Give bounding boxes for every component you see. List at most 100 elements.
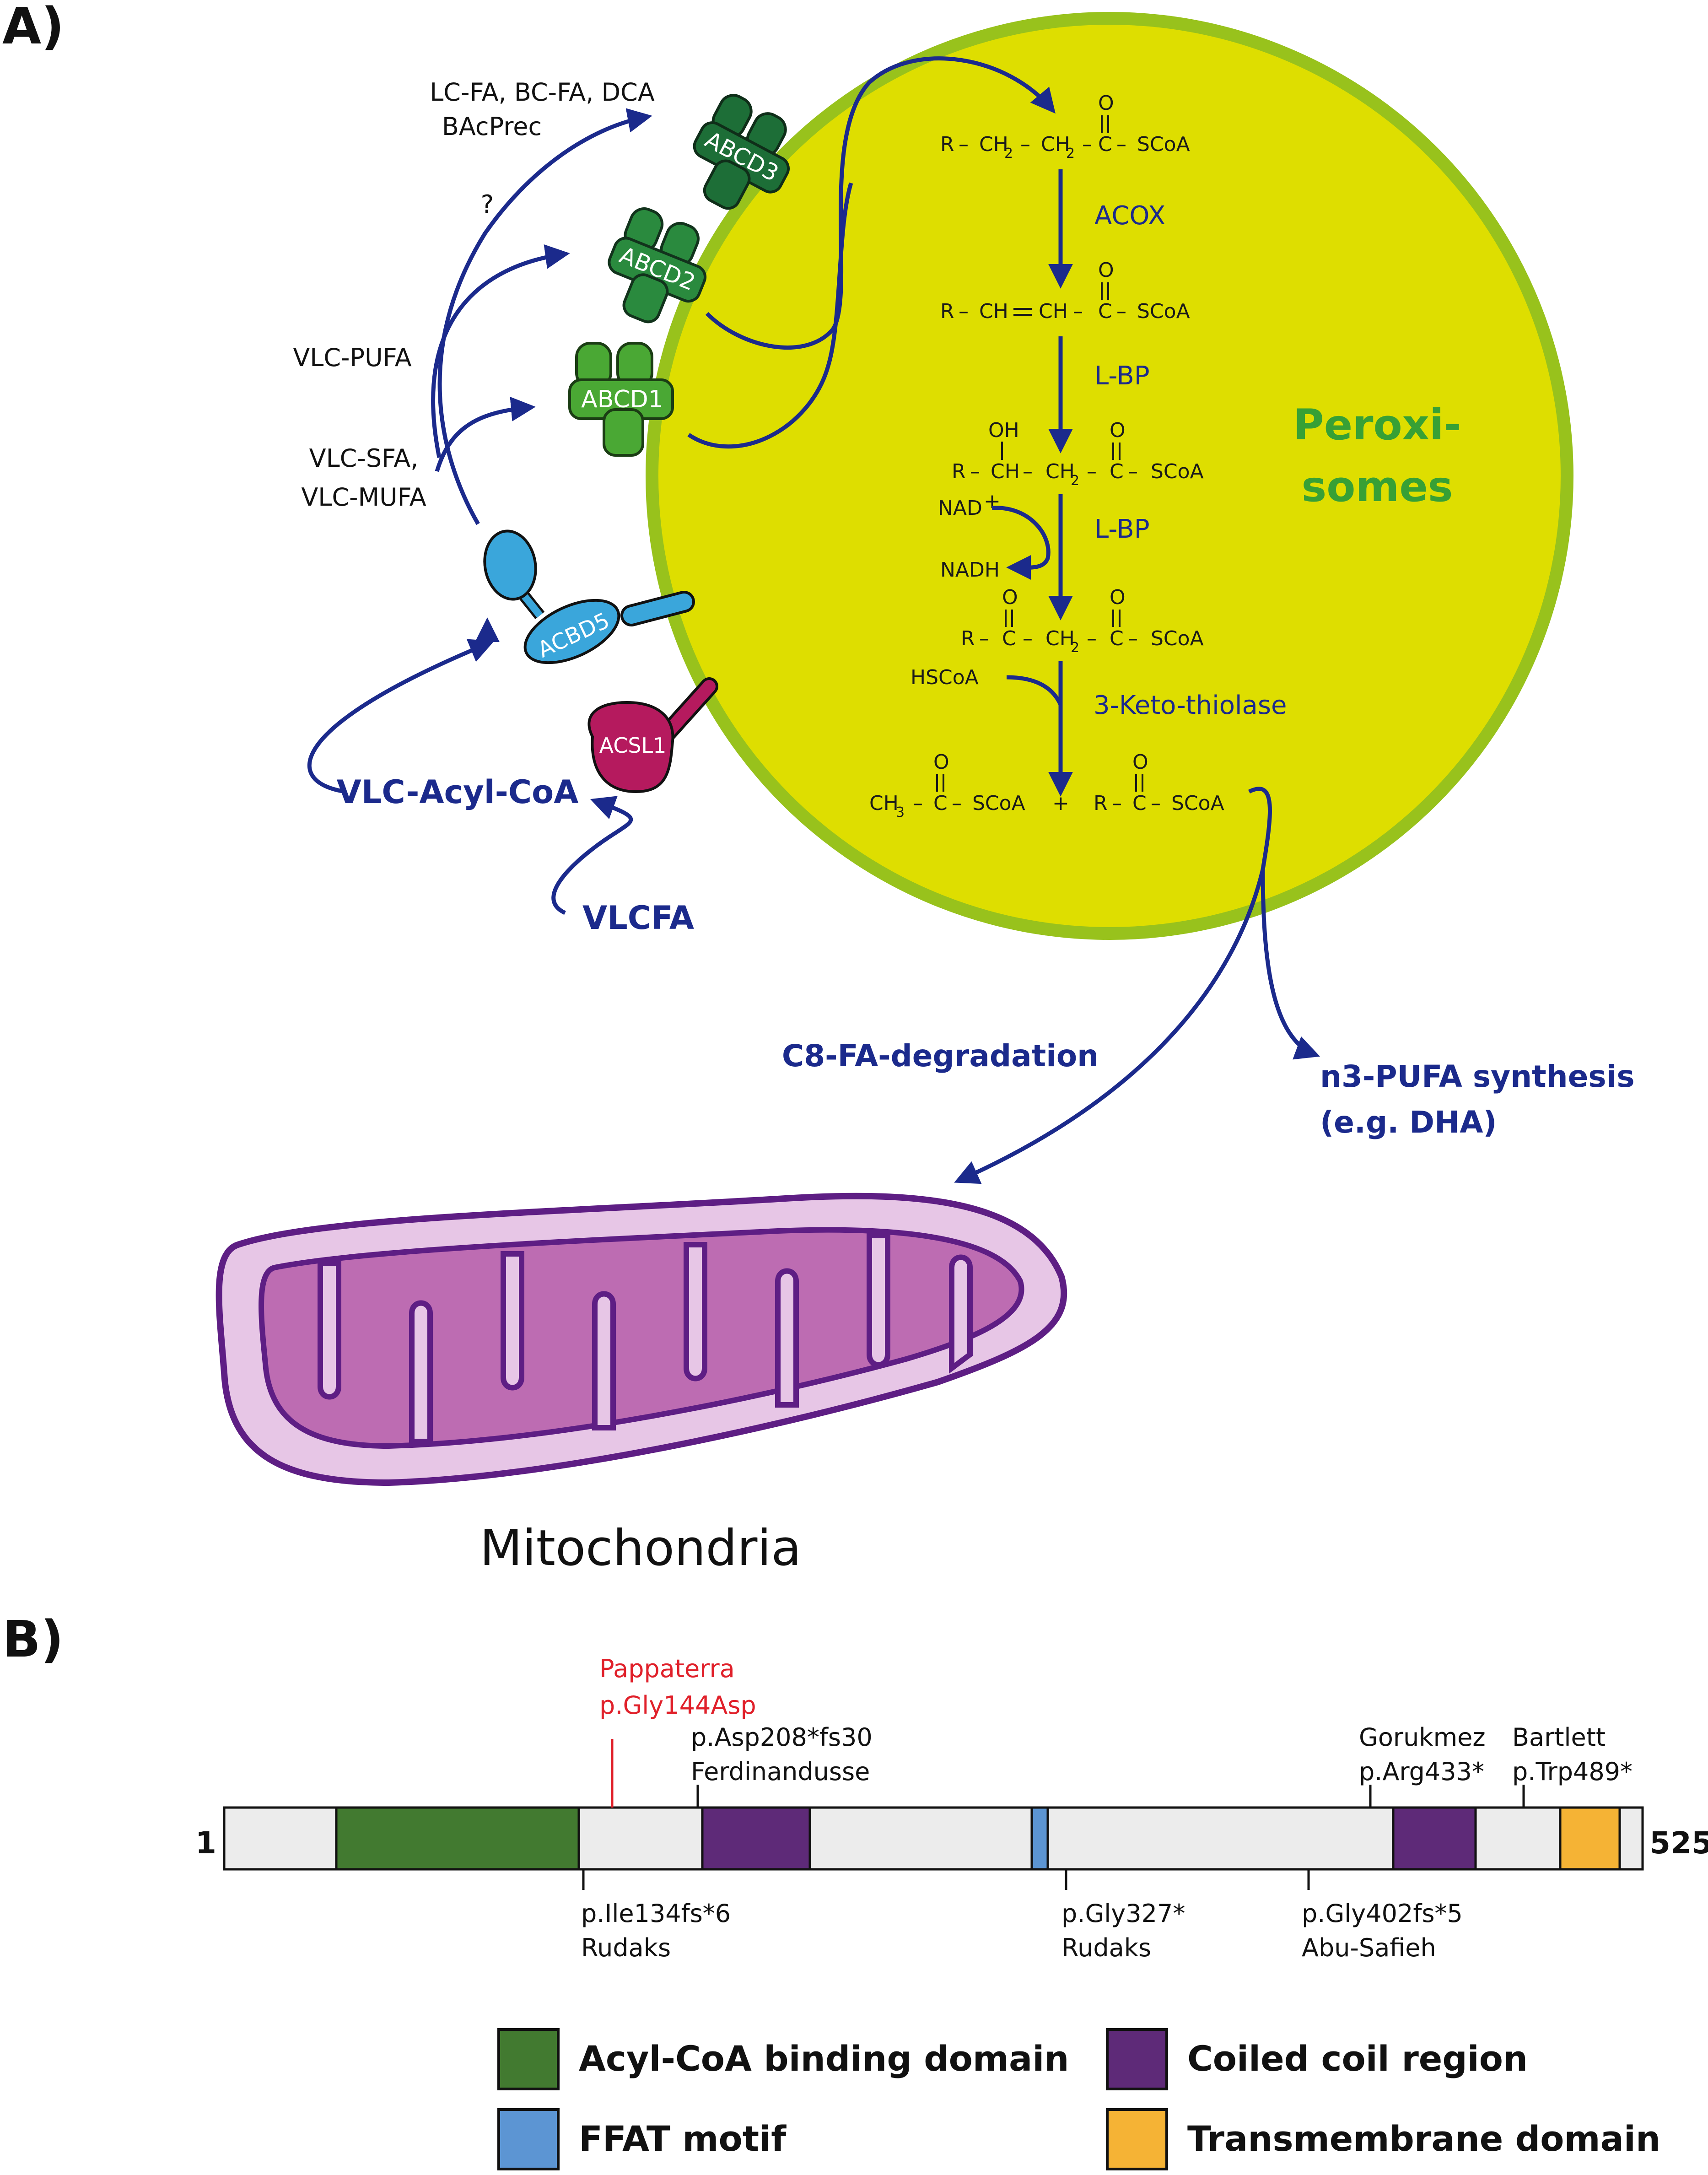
enzyme-lbp-1: L-BP <box>1094 361 1150 391</box>
svg-text:–: – <box>959 133 969 156</box>
import-arrows <box>307 56 1056 915</box>
n3-pufa-label-2: (e.g. DHA) <box>1320 1105 1497 1140</box>
coiled-coil-region-2 <box>1392 1806 1477 1871</box>
svg-text:–: – <box>1087 627 1097 650</box>
panel-a-label: A) <box>2 0 64 55</box>
svg-text:O: O <box>1098 92 1114 115</box>
ketoacyl-coa-structure: R – C O – CH 2 – C – SCoA O <box>961 586 1204 656</box>
variant-gly402: p.Gly402fs*5 <box>1302 1899 1463 1928</box>
svg-text:SCoA: SCoA <box>1137 300 1190 323</box>
svg-text:–: – <box>959 300 969 323</box>
variant-trp489: p.Trp489* <box>1512 1757 1633 1786</box>
svg-text:C: C <box>1110 460 1124 483</box>
variant-ile134: p.Ile134fs*6 <box>581 1899 731 1928</box>
substrate-vlc-sfa-1: VLC-SFA, <box>309 444 419 473</box>
svg-text:CH: CH <box>1045 460 1075 483</box>
svg-text:–: – <box>1023 460 1033 483</box>
svg-text:–: – <box>970 460 980 483</box>
svg-text:2: 2 <box>1004 146 1013 162</box>
svg-text:O: O <box>1110 586 1126 609</box>
svg-text:R: R <box>1094 792 1108 815</box>
svg-text:–: – <box>1023 627 1033 650</box>
substrate-vlc-pufa: VLC-PUFA <box>293 343 411 372</box>
vlc-acyl-coa-label: VLC-Acyl-CoA <box>337 773 579 811</box>
svg-text:O: O <box>933 750 949 774</box>
svg-text:C: C <box>933 792 948 815</box>
enzyme-lbp-2: L-BP <box>1094 514 1150 544</box>
svg-text:SCoA: SCoA <box>972 792 1025 815</box>
svg-text:O: O <box>1098 259 1114 282</box>
variant-asp208-author: Ferdinandusse <box>691 1757 870 1786</box>
protein-start: 1 <box>195 1825 216 1861</box>
products-structure: CH 3 – C O – SCoA + R – C O – SCoA <box>869 750 1224 820</box>
svg-text:CH: CH <box>979 133 1008 156</box>
variant-gly144asp: p.Gly144Asp <box>599 1691 756 1720</box>
c8-degradation-label: C8-FA-degradation <box>782 1038 1099 1074</box>
svg-text:R: R <box>940 300 954 323</box>
variant-gly144asp-author: Pappaterra <box>599 1654 735 1683</box>
legend-label-coiled-coil: Coiled coil region <box>1187 2038 1528 2079</box>
svg-text:C: C <box>1098 133 1112 156</box>
legend-label-acyl-coa: Acyl-CoA binding domain <box>579 2038 1069 2079</box>
svg-text:–: – <box>1128 627 1138 650</box>
abcd3-transporter: ABCD3 <box>693 94 790 210</box>
variant-gly327: p.Gly327* <box>1061 1899 1185 1928</box>
n3-pufa-label-1: n3-PUFA synthesis <box>1320 1059 1635 1094</box>
svg-text:–: – <box>1116 133 1126 156</box>
svg-text:–: – <box>1082 133 1092 156</box>
svg-text:C: C <box>1132 792 1147 815</box>
enoyl-coa-structure: R – CH CH – C – SCoA O <box>940 259 1190 323</box>
svg-text:C: C <box>1110 627 1124 650</box>
beta-oxidation-pathway: R – CH 2 – CH 2 – C – SCoA O ACOX R – CH… <box>869 92 1320 1184</box>
legend-label-transmembrane: Transmembrane domain <box>1187 2118 1660 2159</box>
svg-text:–: – <box>913 792 923 815</box>
abcd2-transporter: ABCD2 <box>608 207 707 324</box>
hydroxyacyl-coa-structure: R – CH OH – CH 2 – C – SCoA O <box>952 419 1204 489</box>
coiled-coil-region-1 <box>701 1806 811 1871</box>
acyl-coa-structure: R – CH 2 – CH 2 – C – SCoA O <box>940 92 1190 162</box>
svg-text:C: C <box>1002 627 1016 650</box>
svg-text:CH: CH <box>869 792 899 815</box>
variant-asp208: p.Asp208*fs30 <box>691 1723 873 1752</box>
cofactor-nad: NAD <box>938 497 982 520</box>
variant-trp489-author: Bartlett <box>1512 1723 1606 1752</box>
variant-arg433-author: Gorukmez <box>1359 1723 1486 1752</box>
svg-text:R: R <box>952 460 966 483</box>
svg-text:3: 3 <box>896 804 905 820</box>
protein-map: 1 525 Pappaterra p.Gly144Asp p.Asp208*fs… <box>195 1654 1708 1962</box>
svg-text:–: – <box>1087 460 1097 483</box>
svg-text:2: 2 <box>1071 473 1079 489</box>
cofactor-hscoa: HSCoA <box>911 666 979 689</box>
pathway-arrows <box>954 169 1320 1184</box>
svg-text:–: – <box>1073 300 1083 323</box>
transmembrane-domain <box>1559 1806 1621 1871</box>
svg-text:CH: CH <box>1041 133 1070 156</box>
vlcfa-label: VLCFA <box>582 899 694 937</box>
svg-text:–: – <box>1020 133 1030 156</box>
svg-text:SCoA: SCoA <box>1151 460 1204 483</box>
svg-text:–: – <box>1128 460 1138 483</box>
enzyme-thiolase: 3-Keto-thiolase <box>1094 691 1287 720</box>
variant-arg433: p.Arg433* <box>1359 1757 1484 1786</box>
svg-text:O: O <box>1132 750 1148 774</box>
legend-swatch-acyl-coa <box>497 2028 560 2090</box>
peroxisome-label-2: somes <box>1302 462 1453 511</box>
substrate-lcfa-1: LC-FA, BC-FA, DCA <box>430 78 655 107</box>
enzyme-acox: ACOX <box>1094 201 1165 231</box>
svg-text:+: + <box>1052 792 1069 815</box>
svg-text:O: O <box>1002 586 1018 609</box>
protein-end: 525 <box>1649 1825 1708 1861</box>
substrate-question: ? <box>481 190 494 219</box>
legend-swatch-ffat <box>497 2108 560 2170</box>
svg-text:CH: CH <box>1039 300 1068 323</box>
legend: Acyl-CoA binding domain Coiled coil regi… <box>497 2028 1660 2170</box>
mitochondrion <box>216 1193 1067 1486</box>
svg-text:R: R <box>940 133 954 156</box>
svg-text:CH: CH <box>979 300 1008 323</box>
svg-text:CH: CH <box>1045 627 1075 650</box>
svg-text:SCoA: SCoA <box>1151 627 1204 650</box>
svg-text:R: R <box>961 627 975 650</box>
svg-text:SCoA: SCoA <box>1171 792 1224 815</box>
svg-text:–: – <box>952 792 962 815</box>
acyl-coa-binding-domain <box>335 1806 580 1871</box>
